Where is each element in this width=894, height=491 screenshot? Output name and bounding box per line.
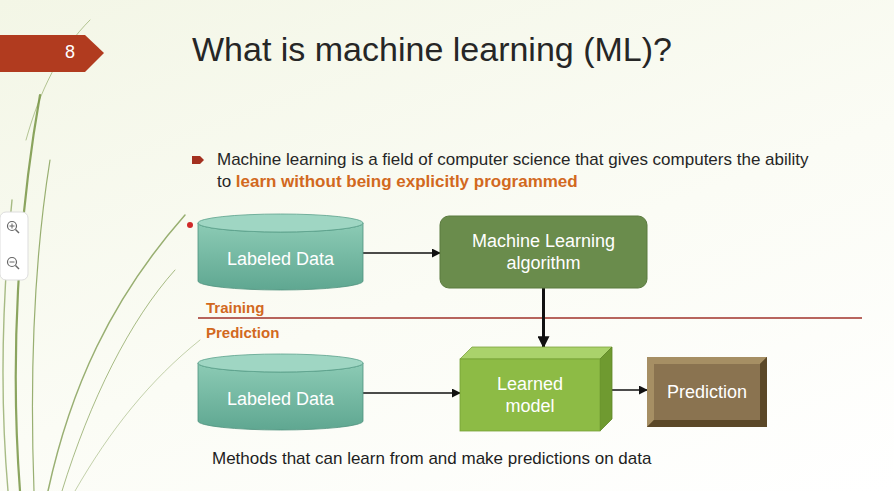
phase-label: Training [206, 299, 264, 316]
node-text: Prediction [667, 381, 747, 404]
data-store: Labeled Data [198, 214, 363, 290]
node-outline [440, 216, 647, 288]
flow-arrow [363, 252, 440, 253]
node-text: Learned model [472, 373, 588, 418]
flow-arrow [363, 392, 460, 393]
flow-arrow [542, 288, 545, 347]
node-text: Labeled Data [227, 388, 334, 411]
phase-separator [198, 317, 862, 318]
slide-number: 8 [40, 42, 100, 63]
zoom-controls [0, 212, 28, 280]
decorative-curves [3, 20, 200, 491]
caption: Methods that can learn from and make pre… [212, 449, 651, 469]
node-text: Labeled Data [227, 248, 334, 271]
model-box: Learned model [460, 347, 612, 431]
emphasis-text: learn without being explicitly programme… [236, 172, 578, 191]
bullet-arrow [192, 156, 204, 164]
bullet-text: Machine learning is a field of computer … [217, 149, 867, 193]
slide-title: What is machine learning (ML)? [192, 30, 672, 69]
process-box: Machine Learning algorithm [440, 216, 647, 288]
cursor-dot [187, 222, 193, 228]
phase-label: Prediction [206, 324, 279, 341]
slide-number-badge [0, 35, 104, 72]
flow-arrow [612, 389, 647, 390]
node-text: Machine Learning algorithm [456, 230, 631, 275]
output-box: Prediction [647, 357, 767, 427]
data-store: Labeled Data [198, 354, 363, 430]
